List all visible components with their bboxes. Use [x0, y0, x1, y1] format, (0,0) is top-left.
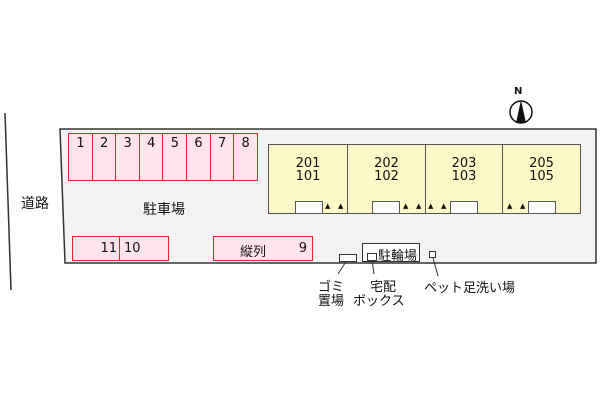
- porch: [295, 201, 323, 214]
- compass-icon: [509, 100, 533, 124]
- entrance-marker-icon: ▲: [338, 202, 344, 210]
- slot-number: 3: [123, 136, 132, 151]
- entrance-marker-icon: ▲: [403, 202, 409, 210]
- entrance-marker-icon: ▲: [416, 202, 422, 210]
- parking-slot-5[interactable]: 5: [162, 133, 188, 181]
- parking-slot-10[interactable]: 10: [119, 236, 169, 261]
- entrance-marker-icon: ▲: [507, 202, 513, 210]
- unit-lower-number: 103: [451, 169, 477, 184]
- garbage-label-line2: 置場: [318, 294, 345, 309]
- slot-number: 8: [241, 136, 250, 151]
- parking-slot-11[interactable]: 11: [72, 236, 121, 261]
- porch: [528, 201, 556, 214]
- slot-number: 7: [217, 136, 227, 151]
- unit-upper-number: 203: [451, 156, 477, 171]
- parking-slot-4[interactable]: 4: [138, 133, 164, 181]
- parking-lot-label: 駐車場: [143, 202, 185, 218]
- porch: [372, 201, 400, 214]
- parking-slot-1[interactable]: 1: [68, 133, 93, 181]
- unit-upper-number: 205: [529, 156, 554, 171]
- delivery-label-line2: ボックス: [353, 294, 405, 309]
- unit-lower-number: 105: [529, 169, 554, 184]
- pet-wash-label: ペット足洗い場: [424, 281, 516, 296]
- tandem-label: 縦列: [240, 245, 267, 260]
- unit-upper-number: 202: [374, 156, 399, 171]
- entrance-marker-icon: ▲: [428, 202, 434, 210]
- slot-number: 1: [76, 136, 85, 151]
- slot-number: 10: [124, 241, 141, 256]
- slot-number: 9: [298, 241, 307, 256]
- road-edge-line: [4, 112, 12, 291]
- entrance-marker-icon: ▲: [441, 202, 447, 210]
- slot-number: 6: [194, 136, 203, 151]
- garbage-label-line1: ゴミ: [318, 280, 345, 295]
- parking-slot-2[interactable]: 2: [91, 133, 117, 181]
- slot-number: 5: [170, 136, 180, 151]
- unit-lower-number: 101: [295, 169, 321, 184]
- entrance-marker-icon: ▲: [325, 202, 331, 210]
- delivery-box: [367, 253, 377, 261]
- parking-slot-7[interactable]: 7: [209, 133, 235, 181]
- pet-foot-wash: [429, 251, 436, 258]
- unit-upper-number: 201: [295, 156, 321, 171]
- entrance-marker-icon: ▲: [520, 202, 526, 210]
- delivery-label-line1: 宅配: [370, 280, 397, 295]
- porch: [450, 201, 478, 214]
- slot-number: 11: [100, 241, 117, 256]
- slot-number: 4: [147, 136, 156, 151]
- parking-slot-6[interactable]: 6: [186, 133, 211, 181]
- unit-lower-number: 102: [374, 169, 399, 184]
- slot-number: 2: [99, 136, 109, 151]
- compass-north-label: N: [514, 86, 523, 97]
- parking-slot-3[interactable]: 3: [115, 133, 141, 181]
- bike-parking-label: 駐輪場: [378, 249, 418, 264]
- garbage-area: [339, 254, 357, 262]
- parking-slot-8[interactable]: 8: [233, 133, 259, 181]
- parking-slot-9-tandem[interactable]: 縦列 9: [213, 236, 313, 261]
- road-label: 道路: [21, 196, 49, 212]
